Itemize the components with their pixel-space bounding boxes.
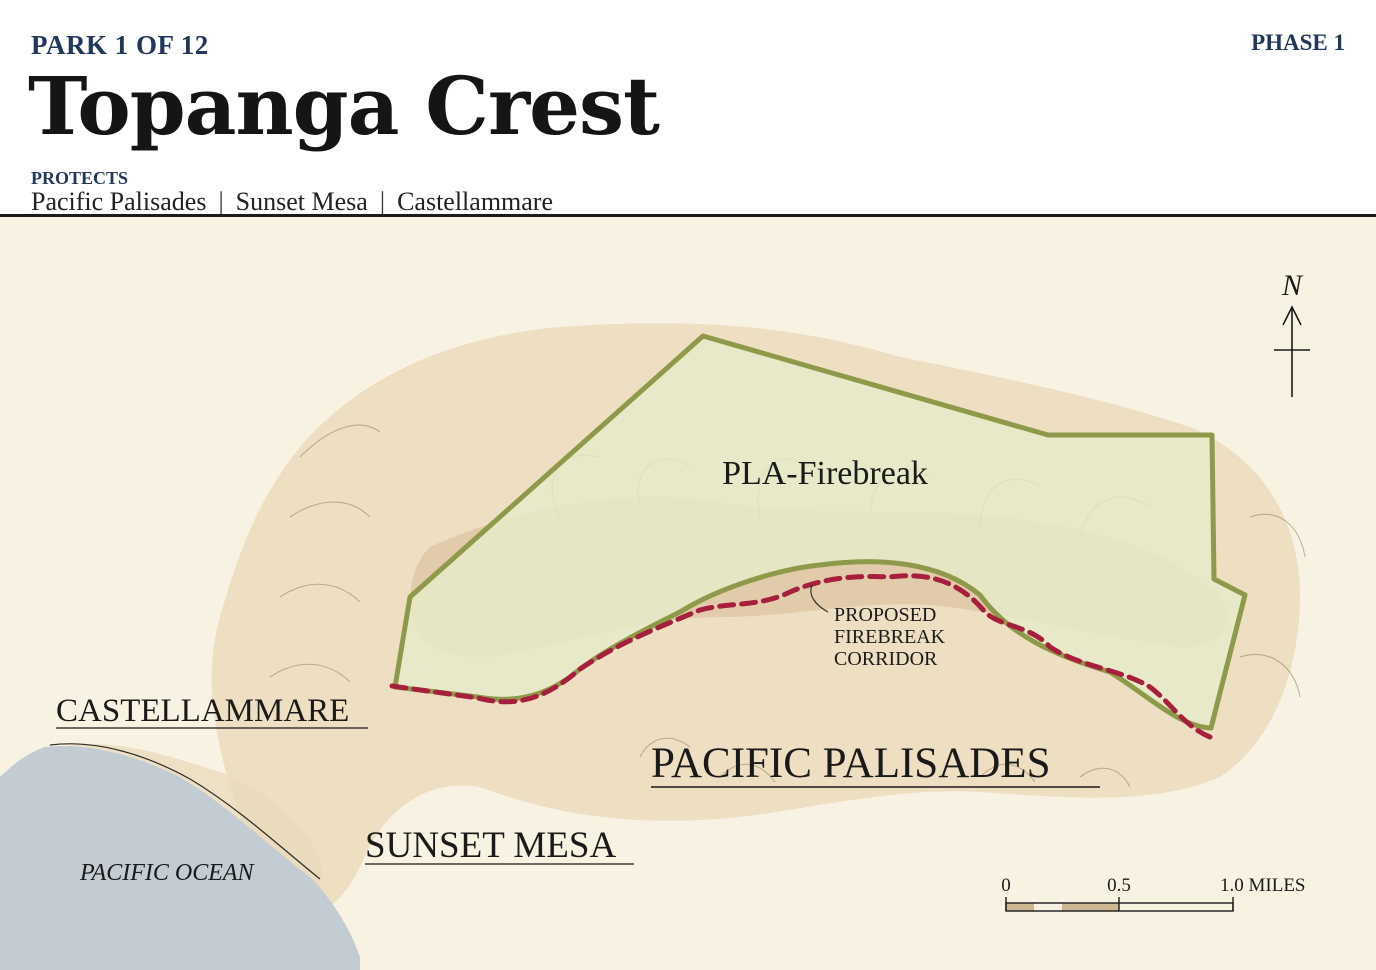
protects-separator: | <box>218 187 224 216</box>
protects-item-sunset-mesa: Sunset Mesa <box>235 187 368 216</box>
map-area: PLA-Firebreak PROPOSED FIREBREAK CORRIDO… <box>0 217 1376 970</box>
lower-contours <box>639 737 1131 788</box>
corridor-label-line-3: CORRIDOR <box>834 648 938 670</box>
scale-bar-icon: 0 0.5 1.0 MILES <box>1001 875 1306 912</box>
north-label: N <box>1281 269 1304 302</box>
scale-label-mid: 0.5 <box>1107 875 1131 896</box>
park-count: PARK 1 OF 12 <box>31 30 209 60</box>
ocean-label: PACIFIC OCEAN <box>79 860 256 886</box>
protects-label: PROTECTS <box>31 168 129 188</box>
pacific-ocean <box>0 746 360 970</box>
phase-label: PHASE 1 <box>1251 30 1345 55</box>
protects-item-castellammare: Castellammare <box>397 187 553 216</box>
pacific-palisades-label: PACIFIC PALISADES <box>651 740 1051 787</box>
coastline <box>49 743 321 880</box>
protects-separator: | <box>379 187 386 216</box>
page-title: Topanga Crest <box>28 59 660 153</box>
page-header: PARK 1 OF 12 PHASE 1 Topanga Crest PROTE… <box>0 0 1376 217</box>
corridor-label-line-1: PROPOSED <box>834 604 936 626</box>
protects-list: Pacific Palisades | Sunset Mesa | Castellamm… <box>31 187 553 217</box>
scale-label-zero: 0 <box>1001 875 1011 896</box>
drainage-lines <box>269 424 1306 698</box>
firebreak-corridor <box>389 573 1213 740</box>
sunset-mesa-label: SUNSET MESA <box>365 825 616 866</box>
scale-label-end: 1.0 MILES <box>1220 875 1306 896</box>
map-canvas: PLA-Firebreak PROPOSED FIREBREAK CORRIDO… <box>0 217 1376 970</box>
castellammare-label: CASTELLAMMARE <box>56 693 349 729</box>
north-arrow-icon: N <box>1274 269 1310 397</box>
protects-item-pacific-palisades: Pacific Palisades <box>31 187 207 216</box>
zone-label: PLA-Firebreak <box>722 455 928 492</box>
corridor-leader-line <box>810 584 829 613</box>
header-rule <box>0 214 1376 217</box>
corridor-label-line-2: FIREBREAK <box>834 626 946 648</box>
